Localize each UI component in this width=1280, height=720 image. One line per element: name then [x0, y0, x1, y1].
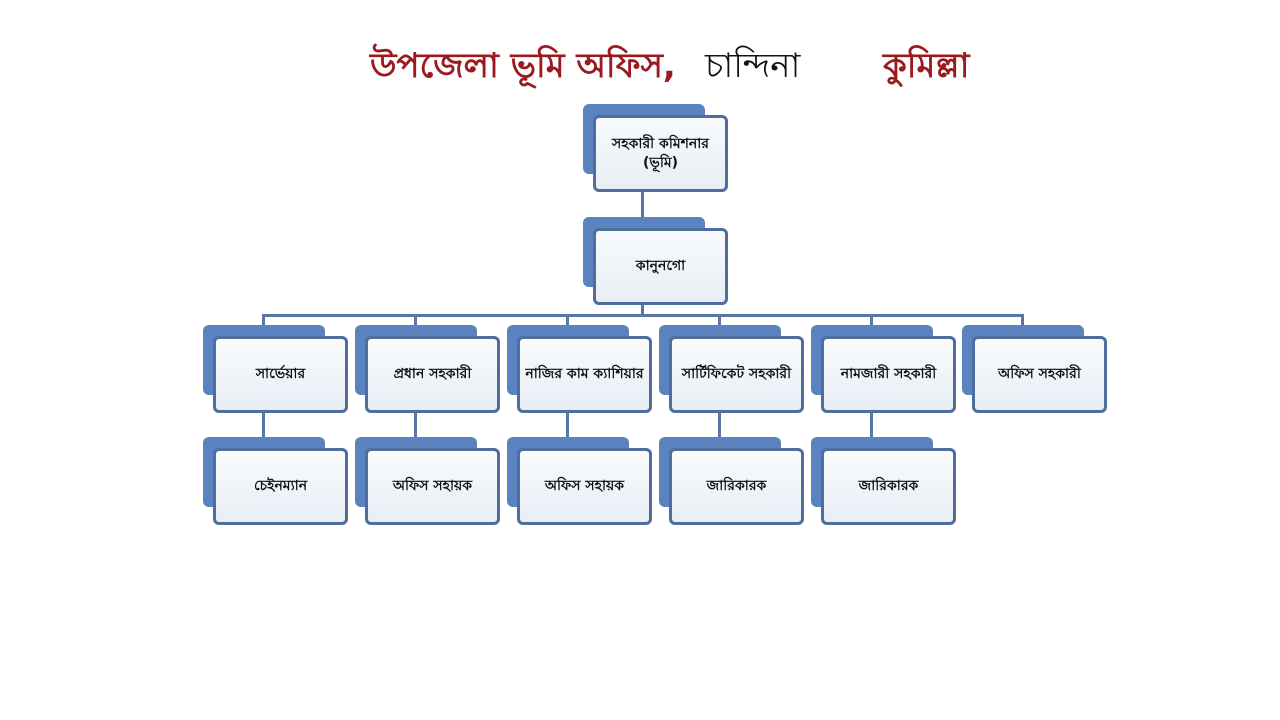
connector [262, 314, 1024, 317]
title-office: উপজেলা ভূমি অফিস, [370, 46, 676, 86]
node-certificate-assistant: সার্টিফিকেট সহকারী [659, 325, 804, 413]
connector [566, 413, 569, 438]
title-upazila: চান্দিনা [705, 46, 801, 86]
connector [641, 302, 644, 316]
node-label: নাজির কাম ক্যাশিয়ার [517, 336, 652, 413]
connector [870, 413, 873, 438]
node-nazir-cashier: নাজির কাম ক্যাশিয়ার [507, 325, 652, 413]
connector [566, 314, 569, 326]
connector [414, 314, 417, 326]
node-label: অফিস সহায়ক [517, 448, 652, 525]
node-process-server: জারিকারক [659, 437, 804, 525]
connector [641, 190, 644, 218]
node-office-helper: অফিস সহায়ক [507, 437, 652, 525]
connector [718, 314, 721, 326]
node-label: নামজারী সহকারী [821, 336, 956, 413]
node-surveyor: সার্ভেয়ার [203, 325, 348, 413]
node-office-assistant: অফিস সহকারী [962, 325, 1107, 413]
node-label: জারিকারক [821, 448, 956, 525]
node-office-helper: অফিস সহায়ক [355, 437, 500, 525]
connector [870, 314, 873, 326]
node-head-assistant: প্রধান সহকারী [355, 325, 500, 413]
node-label: সার্টিফিকেট সহকারী [669, 336, 804, 413]
node-label: অফিস সহায়ক [365, 448, 500, 525]
node-chainman: চেইনম্যান [203, 437, 348, 525]
connector [414, 413, 417, 438]
node-label: অফিস সহকারী [972, 336, 1107, 413]
node-mutation-assistant: নামজারী সহকারী [811, 325, 956, 413]
title-district: কুমিল্লা [883, 46, 970, 86]
node-label: জারিকারক [669, 448, 804, 525]
node-label: প্রধান সহকারী [365, 336, 500, 413]
connector [262, 314, 265, 326]
node-assistant-commissioner: সহকারী কমিশনার (ভূমি) [583, 104, 728, 192]
node-label: চেইনম্যান [213, 448, 348, 525]
node-label: সহকারী কমিশনার (ভূমি) [593, 115, 728, 192]
node-label: কানুনগো [593, 228, 728, 305]
node-process-server: জারিকারক [811, 437, 956, 525]
connector [262, 413, 265, 438]
node-label: সার্ভেয়ার [213, 336, 348, 413]
node-kanungo: কানুনগো [583, 217, 728, 305]
connector [718, 413, 721, 438]
connector [1021, 314, 1024, 326]
